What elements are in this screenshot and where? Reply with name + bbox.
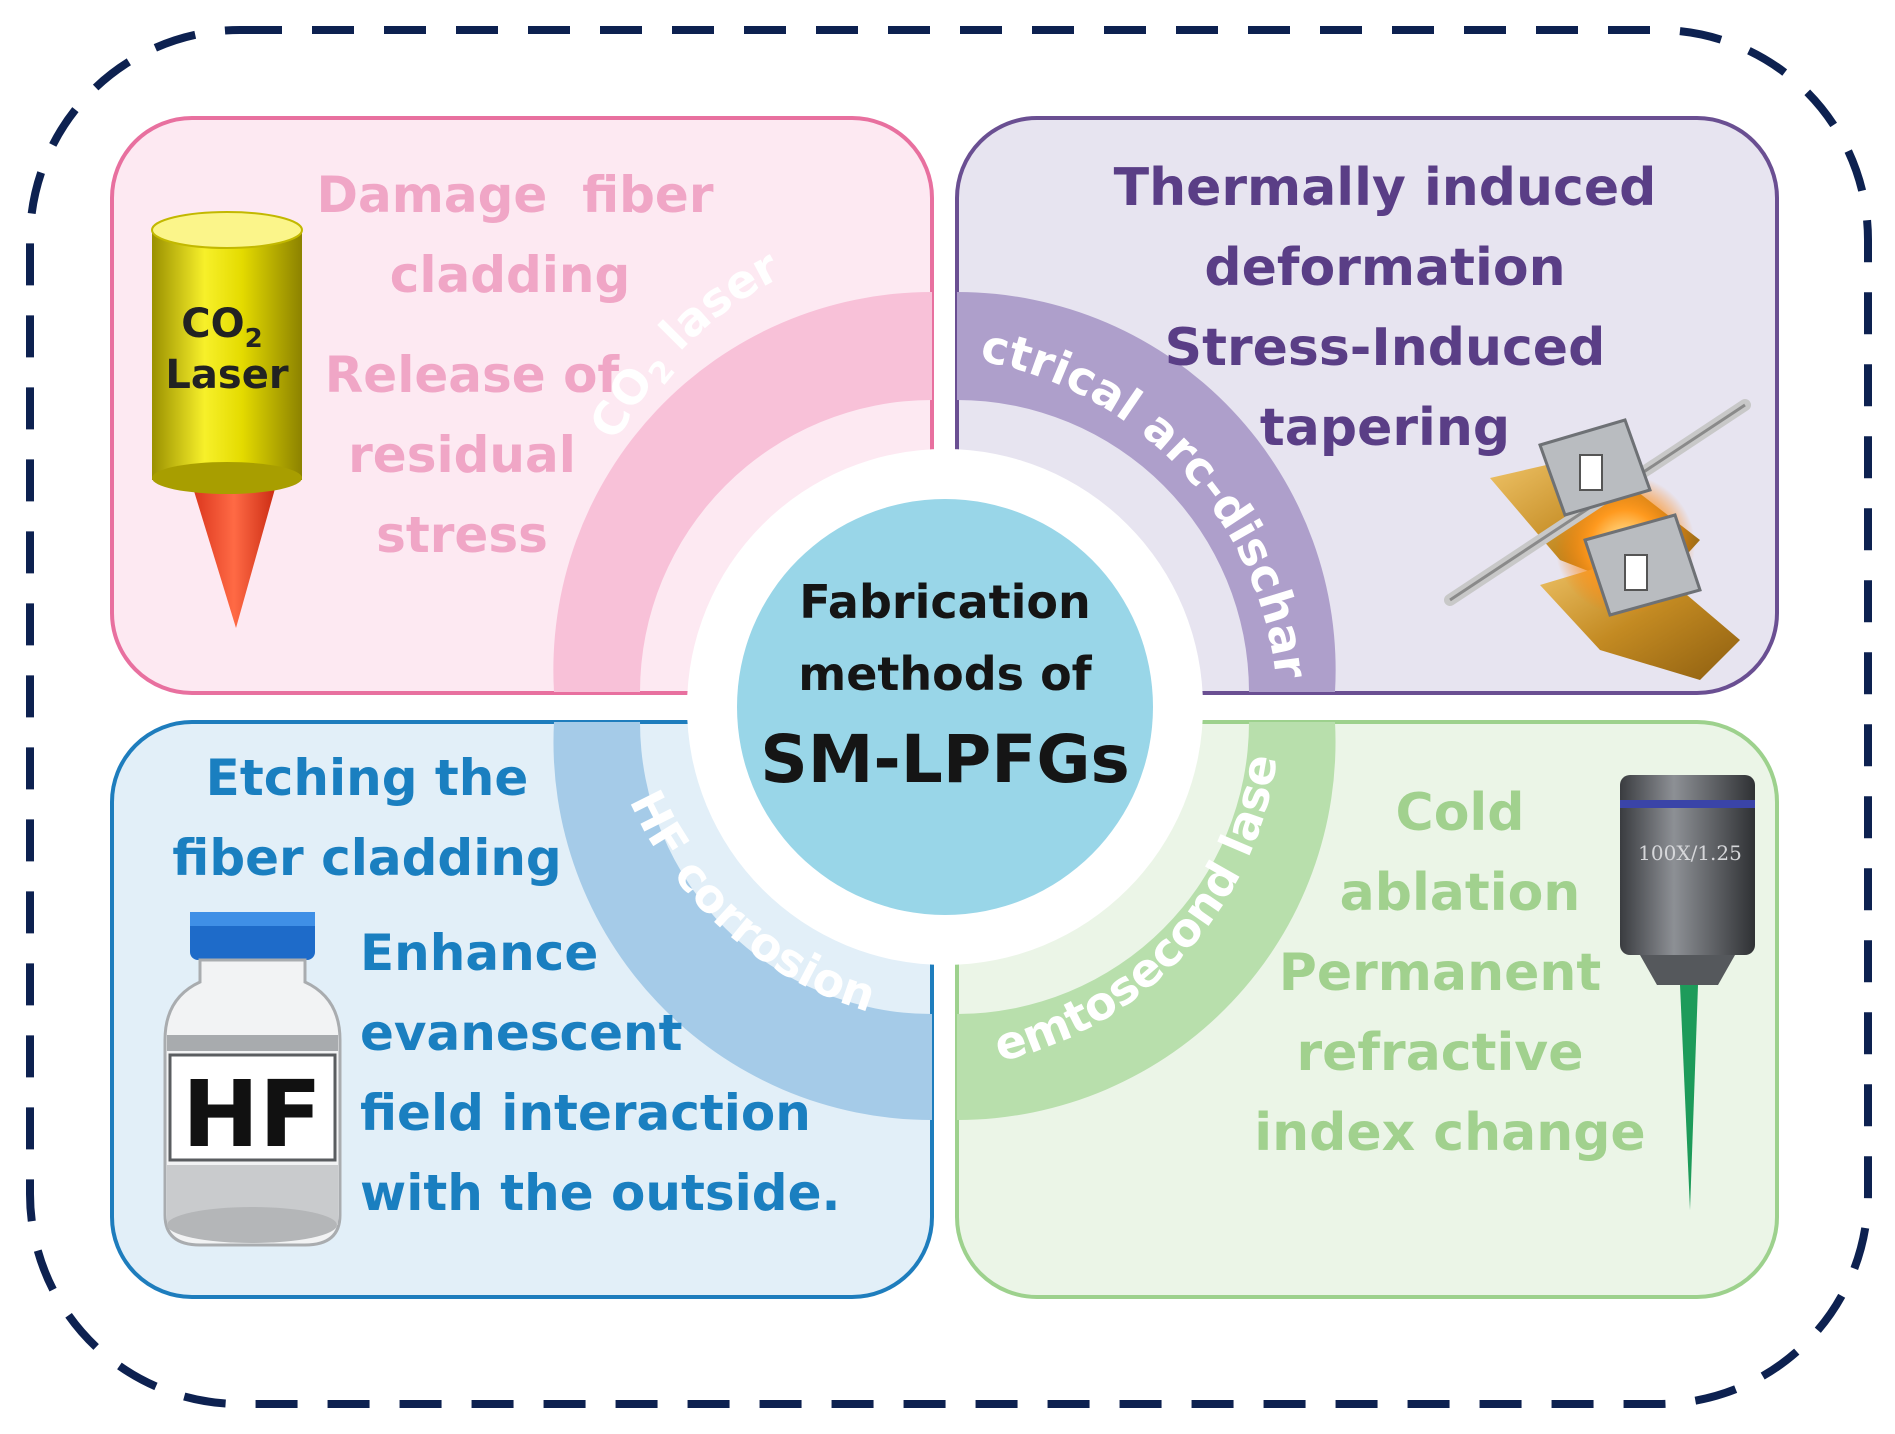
co2-effect-line: cladding bbox=[390, 246, 631, 304]
ring-arc-discharge bbox=[957, 291, 1336, 692]
objective-lens-icon: 100X/1.25 bbox=[1620, 775, 1755, 1210]
arc-effect-line: Thermally induced bbox=[1114, 158, 1657, 218]
laser-icon-label: Laser bbox=[165, 352, 288, 398]
panel-femtosecond bbox=[955, 720, 1779, 1299]
hf-effect-line: Etching the bbox=[206, 749, 529, 807]
fs-effect-line: Permanent bbox=[1279, 943, 1601, 1003]
outer-dashed-frame bbox=[26, 26, 1872, 1408]
co2-icon-label: CO2 bbox=[181, 301, 262, 354]
arc-splicer-icon bbox=[1444, 399, 1751, 680]
hf-effect-line: evanescent bbox=[360, 1004, 683, 1062]
center-circle bbox=[737, 499, 1153, 915]
center-title-line3: SM-LPFGs bbox=[760, 721, 1130, 798]
ring-hf-corrosion bbox=[553, 722, 932, 1121]
hf-icon-label: HF bbox=[182, 1061, 322, 1168]
co2-effect-line: stress bbox=[376, 506, 548, 564]
ring-co2-laser bbox=[553, 291, 932, 692]
center-title-line2: methods of bbox=[798, 647, 1092, 701]
center-title-line1: Fabrication bbox=[799, 575, 1091, 629]
panel-co2-laser bbox=[110, 116, 934, 695]
arc-effects: Thermally induced deformation Stress-Ind… bbox=[1114, 158, 1657, 458]
fs-effect-line: refractive bbox=[1297, 1023, 1584, 1083]
arc-effect-line: deformation bbox=[1204, 238, 1565, 298]
fs-effect-line: index change bbox=[1254, 1103, 1645, 1163]
hf-bottle-icon: HF bbox=[163, 912, 342, 1247]
arc-effect-line: Stress-Induced bbox=[1165, 318, 1606, 378]
co2-effects: Damage fiber cladding Release of residua… bbox=[316, 166, 713, 564]
laser-beam bbox=[190, 478, 278, 628]
arc-effect-line: tapering bbox=[1260, 398, 1510, 458]
co2-laser-icon: CO2 Laser bbox=[151, 211, 303, 628]
ring-femtosecond bbox=[957, 722, 1336, 1121]
hf-effect-line: field interaction bbox=[360, 1084, 811, 1142]
co2-effect-line: residual bbox=[348, 426, 576, 484]
fs-effect-line: ablation bbox=[1340, 863, 1581, 923]
hf-effect-line: with the outside. bbox=[360, 1164, 841, 1222]
hf-effect-line: Enhance bbox=[360, 924, 598, 982]
hf-effect-line: fiber cladding bbox=[172, 829, 561, 887]
fs-effects: Cold ablation Permanent refractive index… bbox=[1254, 783, 1645, 1163]
co2-effect-line: Damage fiber bbox=[316, 166, 713, 224]
co2-effect-line: Release of bbox=[325, 346, 621, 404]
objective-lens-label: 100X/1.25 bbox=[1638, 841, 1742, 865]
fs-effect-line: Cold bbox=[1396, 783, 1525, 843]
hf-effects: Etching the fiber cladding Enhance evane… bbox=[172, 749, 840, 1222]
